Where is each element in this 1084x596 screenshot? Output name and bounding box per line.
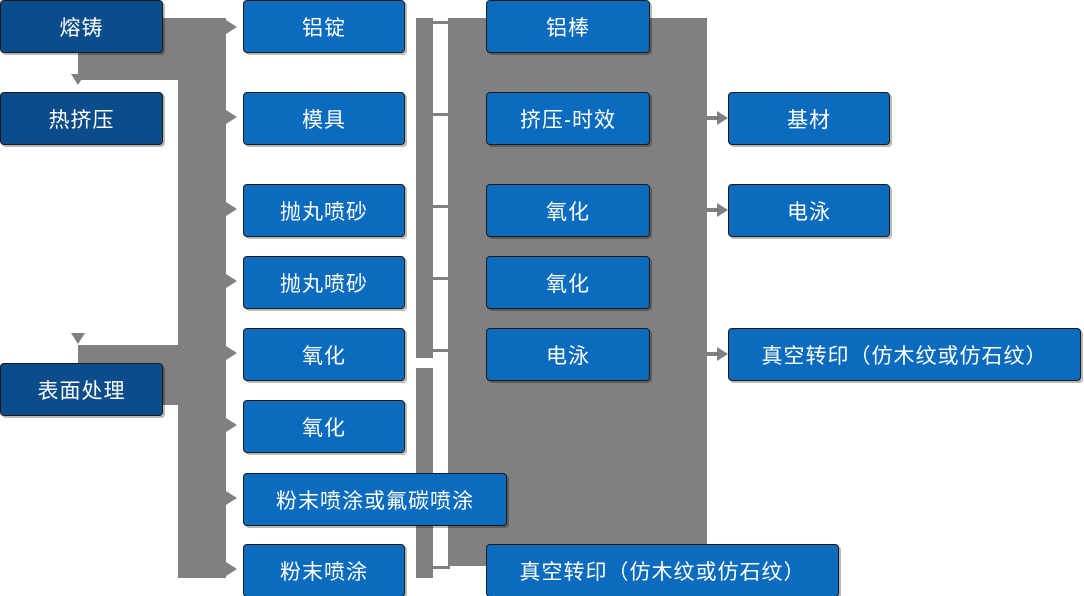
process-node-mold[interactable]: 模具 bbox=[243, 92, 405, 145]
process-label: 铝锭 bbox=[302, 16, 346, 40]
process-node-oxidation-b1[interactable]: 氧化 bbox=[486, 184, 650, 237]
stage-label: 表面处理 bbox=[37, 379, 126, 403]
process-label: 粉末喷涂或氟碳喷涂 bbox=[276, 489, 474, 513]
stage-node-hot-extrusion[interactable]: 热挤压 bbox=[0, 92, 163, 145]
output-label: 电泳 bbox=[787, 200, 831, 224]
arrowhead-to-a4 bbox=[226, 274, 237, 288]
process-node-shot-blasting-2[interactable]: 抛丸喷砂 bbox=[243, 256, 405, 309]
output-node-base-material[interactable]: 基材 bbox=[728, 92, 890, 145]
arrow-b5-to-c3 bbox=[707, 347, 728, 361]
process-node-aluminum-ingot[interactable]: 铝锭 bbox=[243, 0, 405, 53]
process-node-powder-or-pvdf-coating[interactable]: 粉末喷涂或氟碳喷涂 bbox=[243, 473, 507, 526]
process-node-electrophoresis-b[interactable]: 电泳 bbox=[486, 328, 650, 381]
process-node-oxidation-a1[interactable]: 氧化 bbox=[243, 328, 405, 381]
process-node-vacuum-transfer-printing-b[interactable]: 真空转印（仿木纹或仿石纹） bbox=[486, 544, 839, 596]
output-label: 真空转印（仿木纹或仿石纹） bbox=[761, 344, 1048, 368]
process-node-powder-coating[interactable]: 粉末喷涂 bbox=[243, 544, 405, 596]
stage-node-surface-treatment[interactable]: 表面处理 bbox=[0, 363, 163, 416]
connector-tick-surface bbox=[164, 387, 186, 390]
process-node-oxidation-b2[interactable]: 氧化 bbox=[486, 256, 650, 309]
connector-tick-b3 bbox=[433, 205, 450, 208]
output-node-electrophoresis[interactable]: 电泳 bbox=[728, 184, 890, 237]
process-node-shot-blasting-1[interactable]: 抛丸喷砂 bbox=[243, 184, 405, 237]
process-label: 粉末喷涂 bbox=[280, 560, 368, 584]
stage-label: 熔铸 bbox=[59, 16, 104, 40]
arrow-b3-to-c2 bbox=[707, 203, 728, 217]
process-node-aluminum-bar[interactable]: 铝棒 bbox=[486, 0, 650, 53]
process-label: 模具 bbox=[302, 108, 346, 132]
connector-tick-b2 bbox=[433, 113, 450, 116]
process-label: 氧化 bbox=[546, 200, 590, 224]
connector-bar-middle-upper bbox=[416, 18, 433, 358]
connector-tick-b5 bbox=[433, 349, 450, 352]
process-label: 电泳 bbox=[546, 344, 590, 368]
process-label: 氧化 bbox=[302, 416, 346, 440]
chevron-down-icon-extrude-to-surface bbox=[71, 333, 85, 344]
process-label: 抛丸喷砂 bbox=[280, 200, 368, 224]
process-node-extrusion-aging[interactable]: 挤压-时效 bbox=[486, 92, 650, 145]
connector-tick-b1 bbox=[433, 21, 450, 24]
stage-node-melting-casting[interactable]: 熔铸 bbox=[0, 0, 163, 53]
connector-band-left-spine bbox=[178, 18, 226, 578]
output-label: 基材 bbox=[787, 108, 831, 132]
arrowhead-to-a3 bbox=[226, 202, 237, 216]
arrowhead-to-a2 bbox=[226, 110, 237, 124]
process-label: 氧化 bbox=[546, 272, 590, 296]
process-label: 挤压-时效 bbox=[520, 108, 616, 132]
arrow-b2-to-c1 bbox=[707, 111, 728, 125]
output-node-vacuum-transfer-printing[interactable]: 真空转印（仿木纹或仿石纹） bbox=[728, 328, 1081, 381]
chevron-down-icon-melt-to-extrude bbox=[71, 74, 85, 85]
process-label: 氧化 bbox=[302, 344, 346, 368]
arrowhead-to-a7 bbox=[226, 491, 237, 505]
connector-tick-b6 bbox=[433, 566, 450, 569]
process-label: 抛丸喷砂 bbox=[280, 272, 368, 296]
process-label: 真空转印（仿木纹或仿石纹） bbox=[519, 560, 806, 584]
stage-label: 热挤压 bbox=[48, 108, 115, 132]
process-node-oxidation-a2[interactable]: 氧化 bbox=[243, 400, 405, 453]
arrowhead-to-a6 bbox=[226, 418, 237, 432]
connector-tick-b4 bbox=[433, 277, 450, 280]
process-label: 铝棒 bbox=[546, 16, 590, 40]
arrowhead-to-a8 bbox=[226, 562, 237, 576]
arrowhead-to-a5 bbox=[226, 346, 237, 360]
arrowhead-to-a1 bbox=[226, 20, 237, 34]
